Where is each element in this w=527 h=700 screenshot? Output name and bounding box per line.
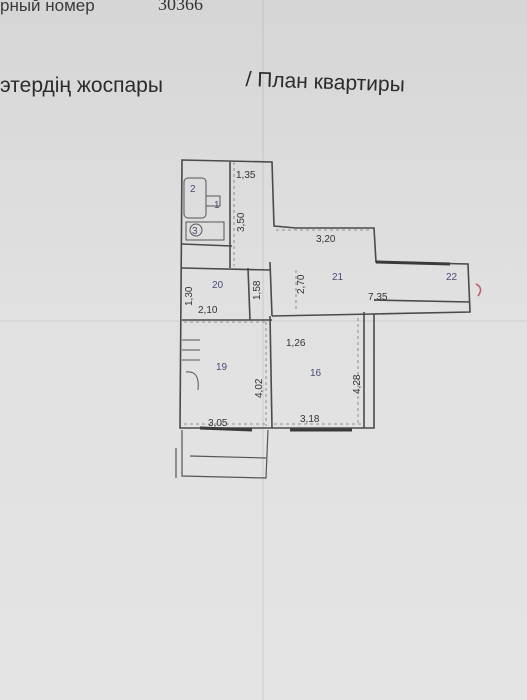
wall-20-top xyxy=(181,267,271,271)
room-2: 2 xyxy=(190,184,196,195)
dim-3-05: 3,05 xyxy=(208,418,228,429)
wall-19-16 xyxy=(269,315,273,429)
dim-4-28: 4,28 xyxy=(352,374,363,394)
sink-fixture xyxy=(205,195,221,207)
room-20: 20 xyxy=(212,280,224,291)
room-3: 3 xyxy=(192,226,198,237)
paper-fold-horizontal xyxy=(0,320,527,322)
wall-16-top xyxy=(271,313,375,317)
room-16: 16 xyxy=(310,368,322,379)
room-19: 19 xyxy=(216,362,228,373)
wall-outline xyxy=(179,159,471,429)
wall-20-right xyxy=(247,267,251,321)
dim-2-10: 2,10 xyxy=(198,305,218,316)
wall-balcony xyxy=(373,299,471,303)
red-mark xyxy=(475,283,482,297)
wall-corridor xyxy=(269,261,273,317)
registry-label: рный номер xyxy=(0,0,95,15)
fixture-3 xyxy=(189,223,203,237)
paper-fold-vertical xyxy=(262,0,264,700)
dim-2-70: 2,70 xyxy=(296,274,307,294)
window-19 xyxy=(199,426,253,432)
room-21: 21 xyxy=(332,272,344,283)
dim-3-20: 3,20 xyxy=(316,234,336,245)
dim-1-58: 1,58 xyxy=(252,280,263,300)
room-22: 22 xyxy=(446,272,458,283)
dim-1-26: 1,26 xyxy=(286,338,306,349)
dim-1-30: 1,30 xyxy=(184,286,195,306)
closet-marks xyxy=(182,339,200,361)
dim-4-02: 4,02 xyxy=(254,378,265,398)
registry-number: 30366 xyxy=(158,0,203,14)
balcony-bottom xyxy=(181,429,269,479)
window-21 xyxy=(375,260,451,266)
dim-7-35: 7,35 xyxy=(368,292,388,303)
dim-3-18: 3,18 xyxy=(300,414,320,425)
wall-under-bath xyxy=(181,243,233,247)
dim-3-50: 3,50 xyxy=(236,212,247,232)
door-swing-19 xyxy=(185,371,199,391)
bath-fixture xyxy=(185,221,225,241)
room-1: 1 xyxy=(214,200,220,211)
title-kazakh: этердің жоспары xyxy=(0,74,163,97)
dim-1-35: 1,35 xyxy=(236,170,256,181)
